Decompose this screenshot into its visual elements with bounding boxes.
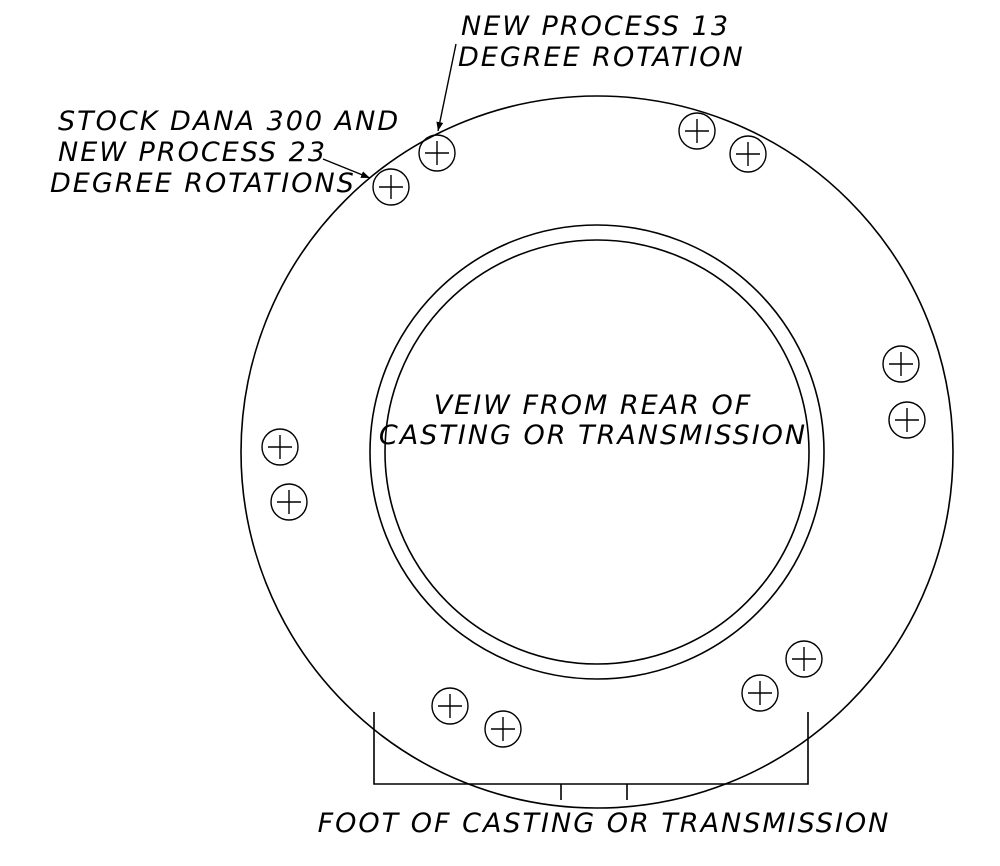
bolt-hole [741, 674, 779, 712]
bolt-hole [484, 710, 522, 748]
stock-label-line2: NEW PROCESS 23 [58, 137, 327, 168]
bore-inner-ring [384, 239, 810, 665]
outer-flange-circle [240, 95, 954, 809]
bolt-hole [431, 687, 469, 725]
bolt-hole [261, 428, 299, 466]
stock-label-line3: DEGREE ROTATIONS [50, 168, 356, 199]
bolt-hole [785, 640, 823, 678]
np13-label-line2: DEGREE ROTATION [458, 42, 745, 73]
bolt-hole [888, 401, 926, 439]
bolt-hole [372, 168, 410, 206]
center-label-line2: CASTING OR TRANSMISSION [379, 420, 807, 451]
bolt-hole [729, 135, 767, 173]
np13-leader-arrow [436, 43, 457, 132]
stock-label-line1: STOCK DANA 300 AND [58, 106, 400, 137]
np13-label-line1: NEW PROCESS 13 [461, 11, 730, 42]
bore-outer-ring [369, 224, 825, 680]
stock-leader-arrow [322, 158, 371, 179]
bolt-holes [261, 112, 926, 748]
bolt-hole [418, 134, 456, 172]
bolt-hole [270, 483, 308, 521]
casting-foot [373, 712, 809, 800]
bolt-hole [678, 112, 716, 150]
center-label-line1: VEIW FROM REAR OF [434, 390, 753, 421]
foot-label: FOOT OF CASTING OR TRANSMISSION [318, 808, 891, 839]
bolt-hole [882, 345, 920, 383]
